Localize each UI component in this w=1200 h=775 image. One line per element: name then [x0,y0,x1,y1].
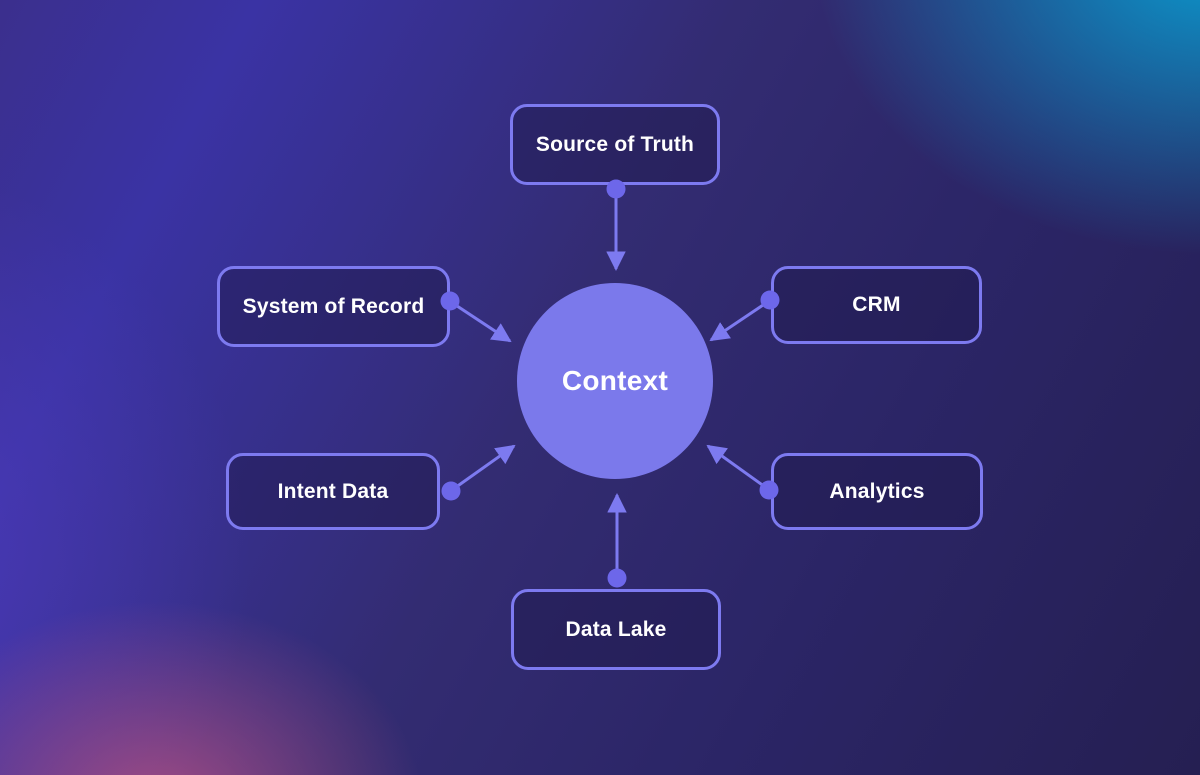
node-source-of-truth-label: Source of Truth [535,132,695,156]
arrow-data-lake-to-context [607,493,627,588]
node-intent-data: Intent Data [226,453,440,530]
node-source-of-truth: Source of Truth [510,104,720,185]
node-data-lake-label: Data Lake [565,617,667,641]
context-hub-label: Context [561,365,669,396]
arrow-analytics-to-context [706,444,779,500]
node-system-of-record-label: System of Record [242,294,425,318]
node-crm-label: CRM [852,293,901,316]
node-system-of-record: System of Record [217,266,450,347]
node-analytics-label: Analytics [829,479,925,503]
arrow-source-of-truth-to-context [606,179,626,271]
node-analytics: Analytics [771,453,983,530]
node-intent-data-label: Intent Data [277,479,389,503]
arrow-crm-to-context [709,290,780,342]
arrow-system-of-record-to-context [440,291,512,343]
context-hub-circle: Context [517,283,713,479]
arrow-intent-data-to-context [441,444,516,501]
node-crm: CRM [771,266,982,344]
node-data-lake: Data Lake [511,589,721,670]
